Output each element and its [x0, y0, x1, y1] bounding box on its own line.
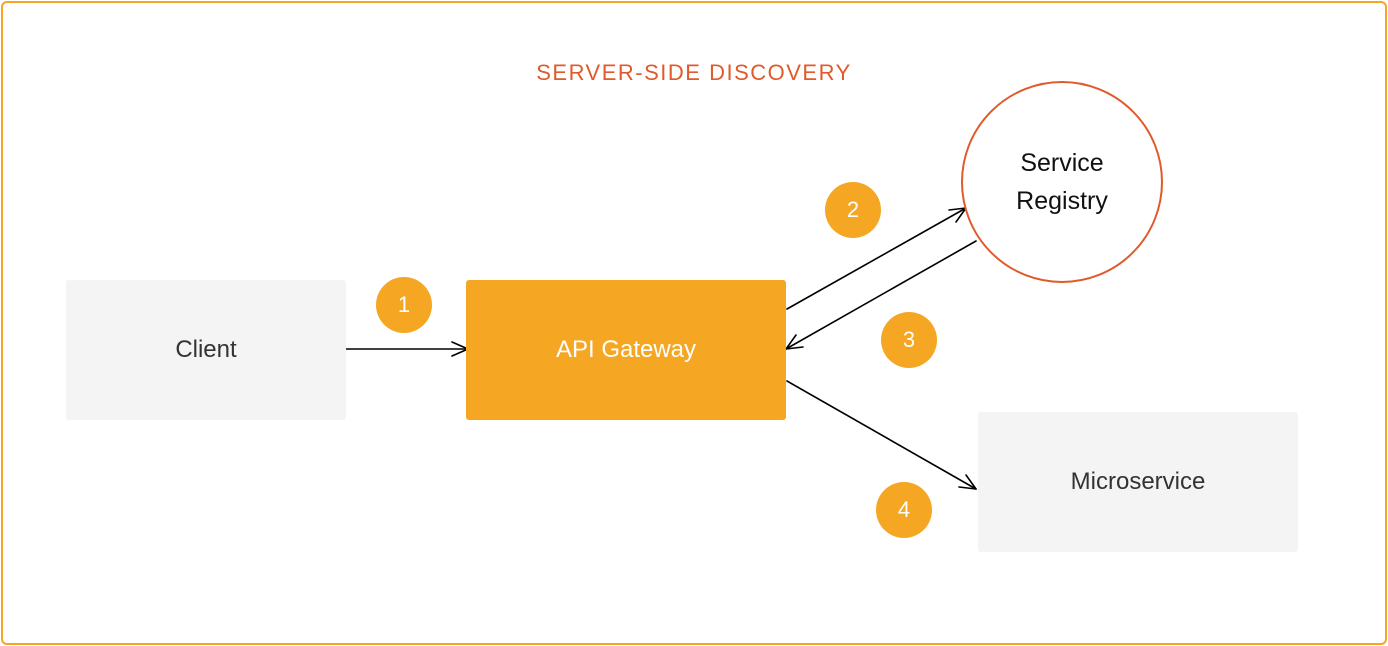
service-registry-label-line2: Registry	[1016, 187, 1108, 215]
service-registry-label-line1: Service	[1020, 149, 1104, 177]
diagram-title: SERVER-SIDE DISCOVERY	[536, 60, 852, 85]
microservice-node: Microservice	[978, 412, 1298, 552]
arrow-client-to-gateway	[345, 341, 469, 357]
arrow-gateway-to-microservice	[786, 380, 977, 490]
step-badge-2: 2	[825, 182, 881, 238]
step-badge-4: 4	[876, 482, 932, 538]
api-gateway-node: API Gateway	[466, 280, 786, 420]
service-registry-node: Service Registry	[961, 81, 1163, 283]
api-gateway-label: API Gateway	[555, 336, 697, 363]
step-badge-1: 1	[376, 277, 432, 333]
arrow-registry-to-gateway	[785, 240, 977, 350]
step-badge-3: 3	[881, 312, 937, 368]
client-label: Client	[175, 336, 237, 363]
client-node: Client	[66, 280, 346, 420]
microservice-label: Microservice	[1070, 468, 1206, 495]
